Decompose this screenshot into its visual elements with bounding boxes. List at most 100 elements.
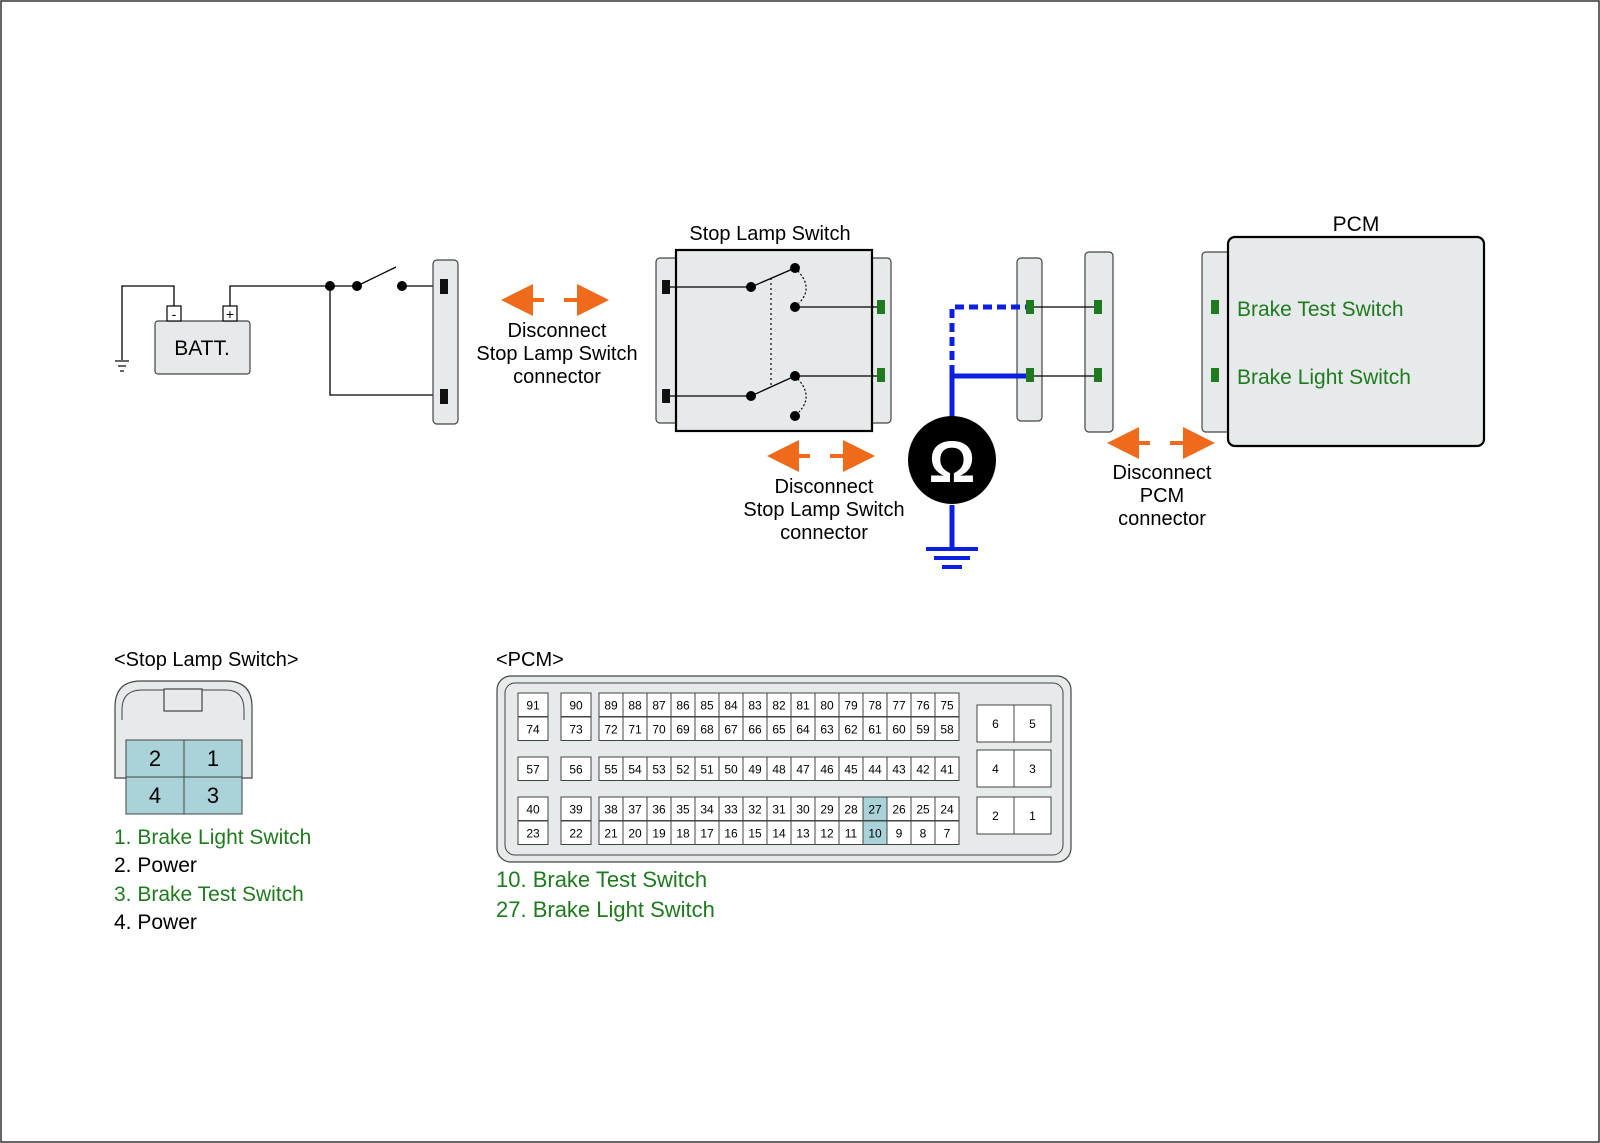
stop-lamp-pin-left-top bbox=[662, 280, 670, 294]
pcm-pin-label-40: 40 bbox=[526, 802, 540, 816]
pcm-pin-cell-5 bbox=[1013, 704, 1052, 743]
pcm-pin-label-24: 24 bbox=[940, 802, 954, 816]
pcm-pin-cell-22 bbox=[560, 820, 592, 845]
stop-lamp-pin-right-top bbox=[877, 300, 885, 314]
pcm-pin-label-80: 80 bbox=[820, 698, 834, 712]
battery: BATT. - + bbox=[154, 305, 251, 375]
pcm-pin-label-18: 18 bbox=[676, 826, 690, 840]
pcm-pin-label-82: 82 bbox=[772, 698, 786, 712]
pcm-pin-label-61: 61 bbox=[868, 722, 882, 736]
pcm-pin-label-6: 6 bbox=[992, 717, 999, 731]
mid-b-pin-top bbox=[1094, 300, 1102, 314]
pcm-pin-label-2: 2 bbox=[992, 809, 999, 823]
pcm-pin-cell-3 bbox=[1013, 749, 1052, 788]
pcm-pin-label-37: 37 bbox=[628, 802, 642, 816]
pcm-pin-label-91: 91 bbox=[526, 698, 540, 712]
pcm-pin-label-13: 13 bbox=[796, 826, 810, 840]
mid-a-pin-bottom bbox=[1026, 368, 1034, 382]
pcm-pin-label-68: 68 bbox=[700, 722, 714, 736]
pcm-pin-label-46: 46 bbox=[820, 762, 834, 776]
pcm-pin-label-87: 87 bbox=[652, 698, 666, 712]
pcm-pin-label-21: 21 bbox=[604, 826, 618, 840]
pcm-connector-inner bbox=[504, 682, 1064, 856]
stop-lamp-connector-cell-pin4 bbox=[125, 776, 185, 815]
disconnect-note-1-line3: connector bbox=[513, 366, 601, 388]
stop-lamp-bottom-blade bbox=[750, 375, 796, 397]
harness-connector-left-pin-bottom bbox=[440, 389, 448, 404]
pcm-pin-label-58: 58 bbox=[940, 722, 954, 736]
pcm-pin-label-26: 26 bbox=[892, 802, 906, 816]
battery-positive-wire bbox=[229, 285, 357, 306]
harness-connector-mid-a bbox=[1016, 257, 1043, 422]
pcm-pin-label-9: 9 bbox=[896, 826, 903, 840]
pcm-pin-label-73: 73 bbox=[569, 722, 583, 736]
pcm-pin-label-45: 45 bbox=[844, 762, 858, 776]
pcm-pin-label-20: 20 bbox=[628, 826, 642, 840]
pcm-input-brake-light: Brake Light Switch bbox=[1237, 366, 1411, 389]
stop-lamp-pin-left-bottom bbox=[662, 389, 670, 403]
pcm-pin-label-89: 89 bbox=[604, 698, 618, 712]
stop-lamp-switch-body bbox=[674, 248, 874, 433]
pcm-pin-cell-57 bbox=[517, 756, 549, 781]
pcm-pin-label-19: 19 bbox=[652, 826, 666, 840]
stop-lamp-connector-face: 2 1 4 3 bbox=[114, 680, 253, 815]
mid-b-pin-bottom bbox=[1094, 368, 1102, 382]
pcm-pin-label-69: 69 bbox=[676, 722, 690, 736]
stop-lamp-top-blade bbox=[750, 267, 796, 288]
pcm-body bbox=[1226, 235, 1486, 448]
stop-lamp-legend-3: 3. Brake Test Switch bbox=[114, 883, 304, 906]
pcm-pin-label-70: 70 bbox=[652, 722, 666, 736]
disconnect-note-2-line1: Disconnect bbox=[775, 476, 874, 498]
pcm-pin-label-1: 1 bbox=[1029, 809, 1036, 823]
pcm-pin-label-7: 7 bbox=[944, 826, 951, 840]
battery-body bbox=[154, 320, 251, 375]
pcm-pin-label-88: 88 bbox=[628, 698, 642, 712]
pcm-pin-cell-73 bbox=[560, 716, 592, 741]
pcm-input-brake-test: Brake Test Switch bbox=[1237, 298, 1404, 321]
pcm-pin-label-32: 32 bbox=[748, 802, 762, 816]
pcm-pin-label-77: 77 bbox=[892, 698, 906, 712]
pcm-pin-label-30: 30 bbox=[796, 802, 810, 816]
pcm-pin-label-86: 86 bbox=[676, 698, 690, 712]
stop-lamp-switch-title: Stop Lamp Switch bbox=[689, 223, 850, 245]
pcm-pin-label-33: 33 bbox=[724, 802, 738, 816]
pcm-pin-label-56: 56 bbox=[569, 762, 583, 776]
pcm-pin-label-39: 39 bbox=[569, 802, 583, 816]
ohmmeter bbox=[908, 416, 996, 504]
pcm-pin-label-75: 75 bbox=[940, 698, 954, 712]
pcm-pin-label-28: 28 bbox=[844, 802, 858, 816]
disconnect-note-3-line3: connector bbox=[1118, 508, 1206, 530]
battery-ground-wire bbox=[121, 285, 175, 360]
pcm-legend-2: 27. Brake Light Switch bbox=[496, 897, 715, 922]
stop-lamp-connector-cell-pin3 bbox=[183, 776, 243, 815]
pcm-pin-label-27: 27 bbox=[868, 802, 882, 816]
pcm-pin-label-14: 14 bbox=[772, 826, 786, 840]
pcm-pin-label-59: 59 bbox=[916, 722, 930, 736]
pcm-pin-label-4: 4 bbox=[992, 762, 999, 776]
pcm-pin-label-17: 17 bbox=[700, 826, 714, 840]
pcm-pin-label-63: 63 bbox=[820, 722, 834, 736]
pcm-pin-label-44: 44 bbox=[868, 762, 882, 776]
stop-lamp-pin-label-3: 3 bbox=[207, 783, 219, 808]
pcm-pin-label-25: 25 bbox=[916, 802, 930, 816]
stop-lamp-legend-1: 1. Brake Light Switch bbox=[114, 826, 311, 849]
disconnect-note-1-line1: Disconnect bbox=[508, 320, 607, 342]
pcm-pin-label-49: 49 bbox=[748, 762, 762, 776]
harness-connector-mid-b bbox=[1084, 251, 1114, 433]
pcm-pin-label-55: 55 bbox=[604, 762, 618, 776]
pcm-pin-label-76: 76 bbox=[916, 698, 930, 712]
pcm-pin-label-34: 34 bbox=[700, 802, 714, 816]
disconnect-note-2-line2: Stop Lamp Switch bbox=[743, 499, 904, 521]
pcm-pin-cell-23 bbox=[517, 820, 549, 845]
pcm-pin-label-8: 8 bbox=[920, 826, 927, 840]
pcm-pin-label-64: 64 bbox=[796, 722, 810, 736]
pcm-pin-label-71: 71 bbox=[628, 722, 642, 736]
pcm-pin-cell-58 bbox=[934, 716, 960, 741]
pcm-pin-label-67: 67 bbox=[724, 722, 738, 736]
stop-lamp-connector-latch bbox=[163, 688, 203, 712]
pcm-pin-label-12: 12 bbox=[820, 826, 834, 840]
disconnect-note-2-line3: connector bbox=[780, 522, 868, 544]
ohmmeter-symbol: Ω bbox=[929, 430, 976, 495]
